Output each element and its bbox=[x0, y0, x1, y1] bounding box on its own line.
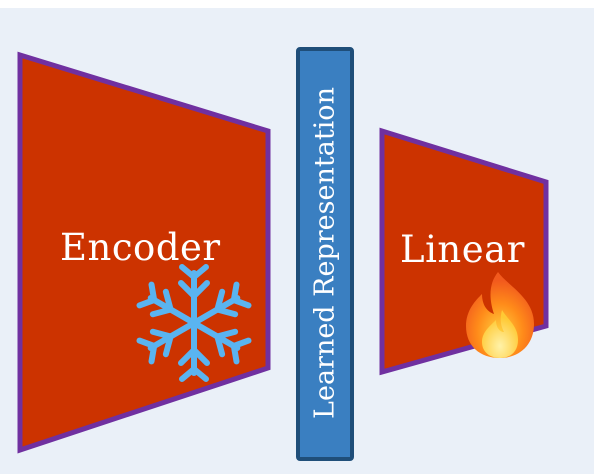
representation-label: Learned Representation bbox=[309, 87, 341, 419]
fire-icon bbox=[466, 272, 534, 358]
representation-bar bbox=[296, 47, 354, 461]
linear-label: Linear bbox=[400, 228, 525, 271]
snowflake-icon bbox=[139, 264, 249, 379]
encoder-block bbox=[17, 51, 271, 454]
encoder-label: Encoder bbox=[60, 226, 221, 269]
